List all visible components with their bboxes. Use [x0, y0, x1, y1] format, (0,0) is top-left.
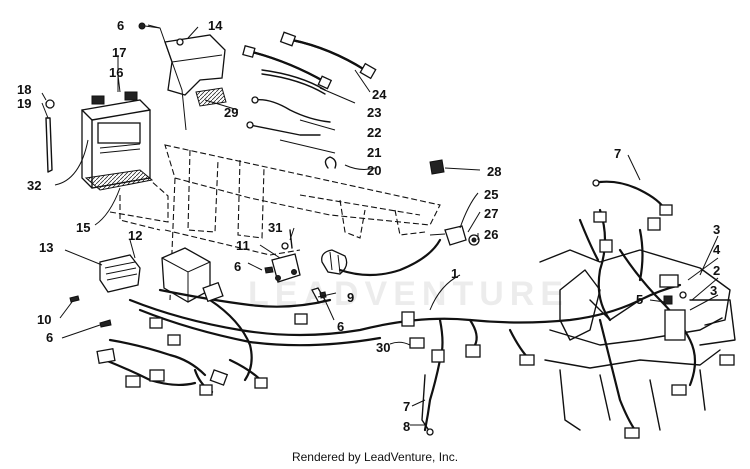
ground-cable-21 [246, 96, 331, 136]
callout-6-left: 6 [46, 330, 53, 345]
callout-15: 15 [76, 220, 90, 235]
callout-3-lower: 3 [710, 283, 717, 298]
bracket-31 [289, 229, 293, 249]
callout-9: 9 [347, 290, 354, 305]
harness-connectors [96, 179, 735, 439]
callout-1: 1 [451, 266, 458, 281]
callout-4: 4 [713, 242, 721, 257]
connector-cap [429, 159, 445, 175]
callout-28: 28 [487, 164, 501, 179]
watermark: LEADVENTURE [248, 275, 569, 313]
callout-16: 16 [109, 65, 123, 80]
callout-14: 14 [208, 18, 223, 33]
callout-11: 11 [236, 238, 250, 253]
battery-strap [45, 99, 55, 173]
switch-assembly [429, 225, 480, 246]
callout-17: 17 [112, 45, 126, 60]
callout-31: 31 [268, 220, 282, 235]
wire-clip [324, 156, 337, 169]
screws [69, 266, 327, 328]
battery-cable-24 [279, 31, 377, 80]
callout-25: 25 [484, 187, 498, 202]
callout-7-upper: 7 [614, 146, 621, 161]
callout-30: 30 [376, 340, 390, 355]
callout-6-top: 6 [117, 18, 124, 33]
callout-labels: 1 2 3 3 4 5 6 6 6 6 7 7 8 9 10 11 12 13 … [17, 18, 721, 434]
rubber-pad [195, 87, 227, 107]
callout-10: 10 [37, 312, 51, 327]
rendered-by-footer: Rendered by LeadVenture, Inc. [291, 450, 459, 464]
sensor-lead [421, 374, 434, 436]
callout-19: 19 [17, 96, 31, 111]
callout-26: 26 [484, 227, 498, 242]
callout-5: 5 [636, 292, 643, 307]
ignition-coil [321, 249, 348, 275]
battery-cover-plate [164, 34, 226, 96]
callout-7-lower: 7 [403, 399, 410, 414]
callout-22: 22 [367, 125, 381, 140]
callout-32: 32 [27, 178, 41, 193]
callout-8: 8 [403, 419, 410, 434]
leader-lines [41, 24, 719, 426]
callout-2: 2 [713, 263, 720, 278]
callout-21: 21 [367, 145, 381, 160]
callout-18: 18 [17, 82, 31, 97]
callout-27: 27 [484, 206, 498, 221]
battery-tray [84, 169, 154, 191]
callout-23: 23 [367, 105, 381, 120]
screw-6-top [138, 22, 161, 30]
callout-29: 29 [224, 105, 238, 120]
callout-24: 24 [372, 87, 387, 102]
voltage-regulator [99, 254, 141, 293]
battery-cable-23 [242, 45, 333, 90]
front-frame [539, 249, 736, 431]
battery [81, 91, 151, 189]
callout-12: 12 [128, 228, 142, 243]
callout-6-coil: 6 [337, 319, 344, 334]
starter-relay [271, 242, 301, 283]
callout-20: 20 [367, 163, 381, 178]
battery-bracket [109, 179, 169, 223]
callout-3-upper: 3 [713, 222, 720, 237]
callout-6-relay: 6 [234, 259, 241, 274]
callout-13: 13 [39, 240, 53, 255]
ground-cable-22 [261, 69, 326, 95]
